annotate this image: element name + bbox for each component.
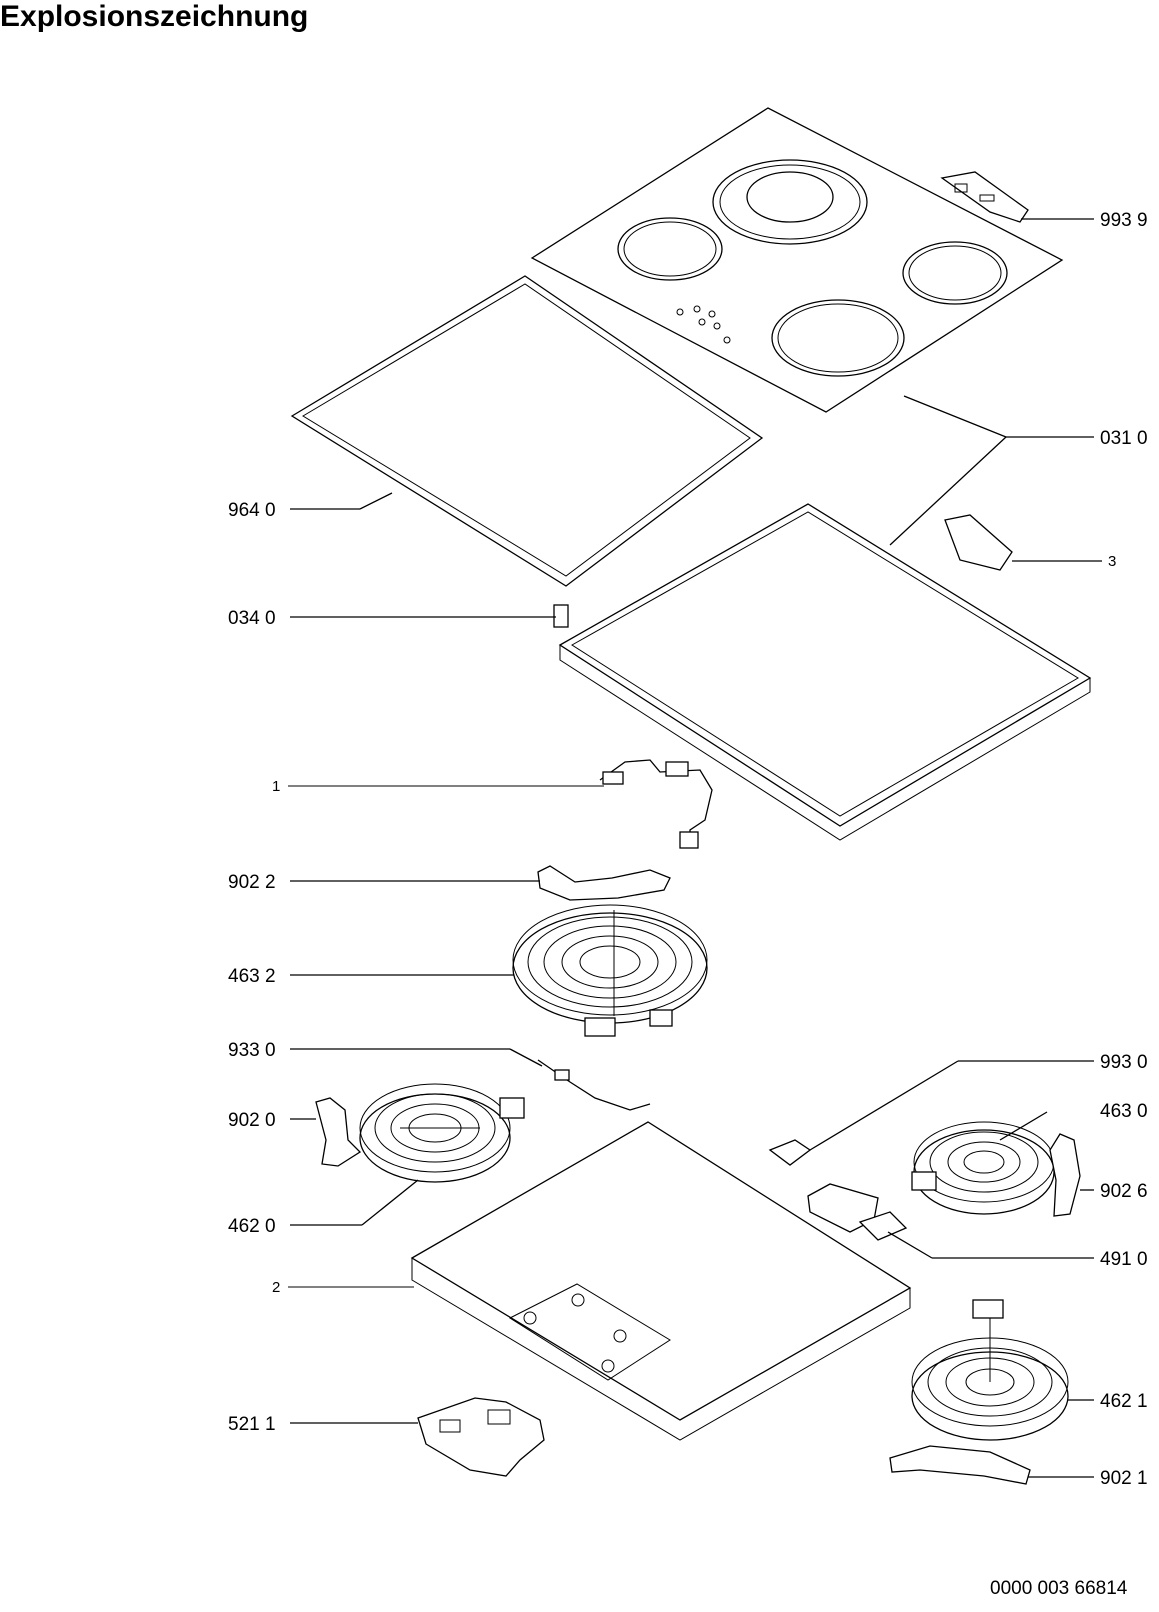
- ceramic-glass-top: [530, 107, 1064, 413]
- heating-element-4632: [512, 904, 708, 1037]
- bracket-9020: [315, 1097, 362, 1167]
- callout-9330: 933 0: [228, 1040, 276, 1061]
- bottom-tray-2: [410, 1121, 912, 1441]
- callout-9939: 993 9: [1100, 210, 1148, 231]
- callout-4632: 463 2: [228, 966, 276, 987]
- callout-9021: 902 1: [1100, 1468, 1148, 1489]
- heating-element-4620: [359, 1083, 525, 1183]
- callout-9640: 964 0: [228, 500, 276, 521]
- callout-3: 3: [1108, 553, 1116, 570]
- heating-element-4630: [911, 1121, 1055, 1215]
- bracket-9026: [1049, 1133, 1081, 1217]
- control-module-4910: [807, 1183, 908, 1241]
- callout-9026: 902 6: [1100, 1181, 1148, 1202]
- wire-harness-1: [599, 759, 713, 849]
- drawing-title: Explosionszeichnung: [0, 0, 309, 33]
- bracket-part-9939: [940, 171, 1029, 223]
- seal-frame-9640: [290, 275, 764, 587]
- callout-0340: 034 0: [228, 608, 276, 629]
- control-module-5211: [417, 1397, 545, 1477]
- sensor-9330: [537, 1059, 651, 1111]
- callout-1: 1: [272, 778, 280, 795]
- callout-5211: 521 1: [228, 1414, 276, 1435]
- frame-tray-0310: [558, 503, 1092, 841]
- callout-0310: 031 0: [1100, 428, 1148, 449]
- document-number: 0000 003 66814: [990, 1578, 1128, 1599]
- bracket-3: [944, 514, 1013, 571]
- callout-4630: 463 0: [1100, 1101, 1148, 1122]
- callout-2: 2: [272, 1279, 280, 1296]
- bracket-9021: [889, 1445, 1031, 1485]
- callout-4621: 462 1: [1100, 1391, 1148, 1412]
- callout-4620: 462 0: [228, 1216, 276, 1237]
- heating-element-4621: [911, 1299, 1069, 1441]
- clip-0340: [553, 604, 569, 628]
- callout-9020: 902 0: [228, 1110, 276, 1131]
- callout-9022: 902 2: [228, 872, 276, 893]
- callout-4910: 491 0: [1100, 1249, 1148, 1270]
- callout-9930: 993 0: [1100, 1052, 1148, 1073]
- clip-9930: [768, 1139, 812, 1166]
- bracket-9022: [537, 865, 671, 901]
- leader-lines: [288, 218, 1102, 1478]
